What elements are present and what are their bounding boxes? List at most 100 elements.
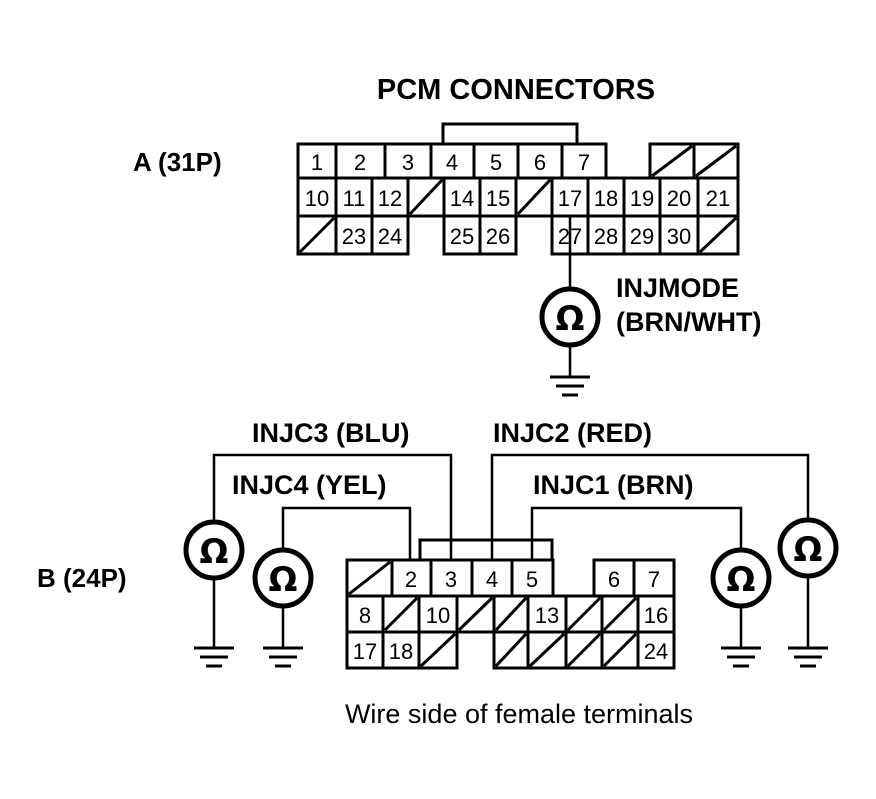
ohm-symbol: Ω bbox=[556, 299, 585, 339]
connector-a-row-2: 10 11 12 14 15 17 18 19 20 21 bbox=[296, 176, 740, 218]
connector-b-pin-24-label: 24 bbox=[644, 639, 668, 664]
injmode-meter-group: Ω INJMODE (BRN/WHT) bbox=[539, 216, 761, 397]
connector-a-pin-6-label: 6 bbox=[534, 150, 546, 175]
connector-a-pin-1-label: 1 bbox=[311, 150, 323, 175]
connector-b-blank-diagonal bbox=[602, 632, 638, 668]
injc2-meter-group: Ω bbox=[490, 453, 839, 668]
connector-b-pin-10-label: 10 bbox=[426, 603, 450, 628]
injc4-meter-group: Ω bbox=[252, 506, 412, 668]
connector-a-pin-29-label: 29 bbox=[630, 224, 654, 249]
connector-b-pin-4-label: 4 bbox=[486, 567, 498, 592]
connector-b-pin-8-label: 8 bbox=[359, 603, 371, 628]
diagram-title: PCM CONNECTORS bbox=[377, 74, 655, 106]
connector-a-blank-diagonal bbox=[695, 144, 737, 178]
connector-b-blank-diagonal bbox=[566, 632, 602, 668]
connector-a-pin-10-label: 10 bbox=[305, 186, 329, 211]
injc3-label: INJC3 (BLU) bbox=[252, 418, 410, 448]
connector-a-pin-11-label: 11 bbox=[343, 186, 366, 211]
connector-b-blank-diagonal bbox=[566, 596, 602, 632]
connector-b-row-3: 17 18 24 bbox=[345, 630, 676, 670]
connector-b-label: B (24P) bbox=[37, 563, 127, 593]
connector-b-blank-diagonal bbox=[457, 596, 494, 632]
connector-b-pin-5-label: 5 bbox=[526, 567, 538, 592]
connector-a-pin-3-label: 3 bbox=[402, 150, 414, 175]
connector-b: B (24P) 2 3 4 5 6 7 8 10 bbox=[37, 538, 676, 670]
injc1-wire bbox=[530, 506, 743, 560]
connector-a-lock-tab bbox=[441, 122, 579, 146]
connector-b-blank-diagonal bbox=[494, 596, 528, 632]
connector-b-blank-diagonal bbox=[602, 596, 638, 632]
connector-a-pin-23 bbox=[334, 214, 374, 256]
connector-b-blank-diagonal bbox=[494, 632, 528, 668]
connector-b-pin-18 bbox=[381, 630, 421, 670]
ground-icon bbox=[721, 646, 761, 668]
connector-a-pin-30-label: 30 bbox=[667, 224, 691, 249]
connector-b-pin-6-label: 6 bbox=[608, 567, 620, 592]
ohm-symbol: Ω bbox=[200, 532, 229, 572]
injmode-wire-color: (BRN/WHT) bbox=[616, 307, 761, 337]
connector-a-pin-18-label: 18 bbox=[594, 186, 618, 211]
ground-icon bbox=[550, 375, 590, 397]
connector-b-blank-diagonal bbox=[348, 560, 391, 596]
connector-a-pin-14 bbox=[442, 176, 482, 218]
connector-b-pin-16 bbox=[636, 594, 676, 634]
connector-b-pin-24 bbox=[636, 630, 676, 670]
connector-a-pin-24-label: 24 bbox=[378, 224, 402, 249]
ohm-symbol: Ω bbox=[794, 530, 823, 570]
connector-a-pin-4-label: 4 bbox=[446, 150, 458, 175]
connector-b-blank-diagonal bbox=[528, 632, 566, 668]
injc4-wire bbox=[281, 506, 412, 560]
connector-b-blank-diagonal bbox=[383, 596, 419, 632]
connector-a-pin-19 bbox=[622, 176, 662, 218]
connector-a-pin-7-label: 7 bbox=[578, 150, 590, 175]
connector-b-blank-diagonal bbox=[419, 632, 457, 668]
ground-icon bbox=[788, 646, 828, 668]
connector-a-blank-diagonal bbox=[698, 216, 738, 254]
connector-a-pin-12-label: 12 bbox=[378, 186, 402, 211]
connector-a-label: A (31P) bbox=[133, 147, 222, 177]
ohm-symbol: Ω bbox=[269, 560, 298, 600]
connector-b-row-1: 2 3 4 5 6 7 bbox=[345, 558, 676, 598]
injc4-label: INJC4 (YEL) bbox=[232, 470, 387, 500]
connector-a-pin-15-label: 15 bbox=[486, 186, 510, 211]
injc1-meter-group: Ω bbox=[530, 506, 772, 668]
connector-a-pin-5-label: 5 bbox=[490, 150, 502, 175]
connector-b-pin-18-label: 18 bbox=[389, 639, 413, 664]
connector-a-blank-diagonal bbox=[516, 178, 552, 216]
connector-a-row-3: 23 24 25 26 27 28 29 30 bbox=[296, 214, 740, 256]
connector-a-pin-23-label: 23 bbox=[342, 224, 366, 249]
connector-b-pin-16-label: 16 bbox=[644, 603, 668, 628]
connector-b-pin-10 bbox=[417, 594, 459, 634]
ground-icon bbox=[263, 646, 303, 668]
connector-a-pin-25-label: 25 bbox=[450, 224, 474, 249]
injc3-meter-group: Ω bbox=[183, 453, 453, 668]
connector-a-pin-24 bbox=[370, 214, 410, 256]
injmode-label: INJMODE bbox=[616, 273, 739, 303]
connector-b-row-2: 8 10 13 16 bbox=[345, 594, 676, 634]
injc2-label: INJC2 (RED) bbox=[493, 418, 652, 448]
injc2-wire bbox=[490, 453, 810, 560]
connector-a-pin-20-label: 20 bbox=[667, 186, 691, 211]
connector-b-pin-17-label: 17 bbox=[353, 639, 377, 664]
connector-a-pin-26-label: 26 bbox=[486, 224, 510, 249]
connector-b-pin-7 bbox=[632, 558, 676, 598]
connector-a-pin-26 bbox=[478, 214, 518, 256]
connector-b-pin-2-label: 2 bbox=[405, 567, 417, 592]
connector-a-pin-28-label: 28 bbox=[594, 224, 618, 249]
connector-a-row-1: 1 2 3 4 5 6 7 bbox=[296, 142, 740, 180]
connector-a-pin-2-label: 2 bbox=[354, 150, 366, 175]
connector-b-pin-7-label: 7 bbox=[648, 567, 660, 592]
injc3-wire bbox=[212, 453, 453, 560]
connector-a-blank-diagonal bbox=[408, 178, 444, 216]
connector-a-pin-15 bbox=[478, 176, 518, 218]
connector-a-blank-diagonal bbox=[298, 216, 336, 254]
connector-a-pin-19-label: 19 bbox=[630, 186, 654, 211]
diagram-caption: Wire side of female terminals bbox=[345, 699, 693, 729]
injc1-label: INJC1 (BRN) bbox=[533, 470, 694, 500]
connector-b-pin-13-label: 13 bbox=[535, 603, 559, 628]
connector-a-pin-17-label: 17 bbox=[558, 186, 582, 211]
connector-a: A (31P) 1 2 3 4 5 6 7 10 bbox=[133, 122, 740, 256]
connector-b-pin-4 bbox=[470, 558, 514, 598]
ground-icon bbox=[194, 646, 234, 668]
